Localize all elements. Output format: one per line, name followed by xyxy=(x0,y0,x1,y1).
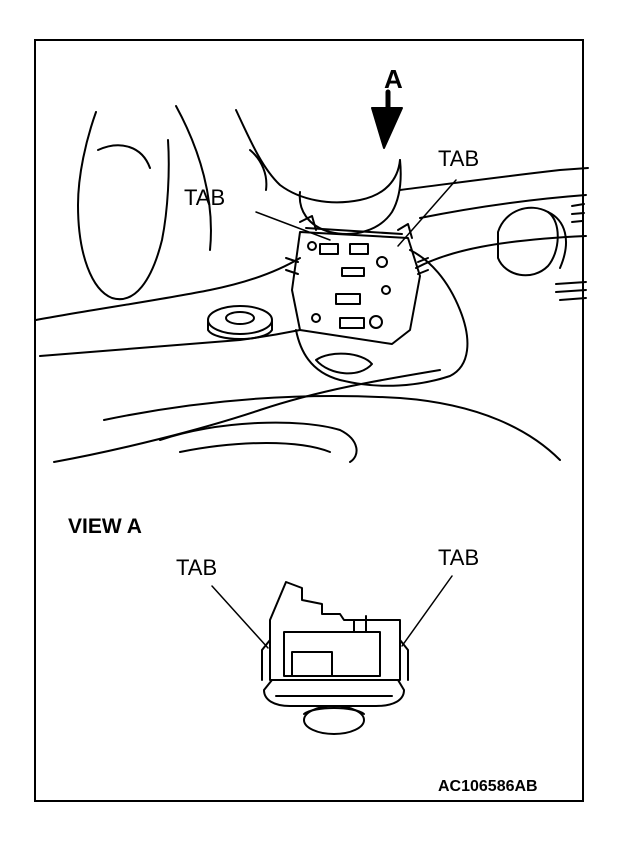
figure-frame xyxy=(34,39,584,802)
connector-hole-4 xyxy=(311,313,321,323)
connector-housing xyxy=(291,231,421,345)
view-arrow-label: A xyxy=(384,64,403,94)
connector-pin-3 xyxy=(341,267,365,277)
connector-hole-3 xyxy=(369,315,383,329)
view-tab-right xyxy=(399,639,409,681)
leader-view-tab-left xyxy=(211,585,269,649)
leader-tab-right xyxy=(397,179,457,247)
connector-pin-5 xyxy=(339,317,365,329)
connector-top-edge xyxy=(305,227,403,235)
left-finger-nail xyxy=(97,144,151,169)
bracket-plate xyxy=(295,249,469,387)
connector-pin-2 xyxy=(349,243,369,255)
panel-upper-right xyxy=(399,167,589,191)
tab-label-left: TAB xyxy=(184,185,226,210)
round-knob xyxy=(497,206,559,277)
right-finger-crease xyxy=(249,149,268,191)
connector-latch-left xyxy=(299,215,317,231)
view-tab-label-right: TAB xyxy=(438,545,480,570)
left-finger xyxy=(77,111,170,301)
knob-side xyxy=(547,211,567,269)
view-tab-left xyxy=(261,639,271,681)
connector-hole-2 xyxy=(376,256,388,268)
bolt-head xyxy=(207,305,273,335)
view-title: VIEW A xyxy=(68,515,142,538)
bracket-slot xyxy=(315,352,373,375)
bracket-arm-bottom xyxy=(53,369,441,463)
connector-side-left xyxy=(285,257,299,275)
right-finger xyxy=(235,109,401,204)
figure-code: AC106586AB xyxy=(438,778,538,795)
leader-tab-left xyxy=(255,211,331,241)
view-tab-label-left: TAB xyxy=(176,555,218,580)
connector-latch-right xyxy=(397,223,413,239)
bolt-body xyxy=(207,319,273,340)
connector-hole-5 xyxy=(381,285,391,295)
bolt-hole xyxy=(225,311,255,325)
connector-side-right xyxy=(417,257,429,275)
tab-label-right: TAB xyxy=(438,146,480,171)
view-connector-knob-rim xyxy=(303,707,365,715)
lower-body-fold xyxy=(179,442,331,453)
left-hand-edge xyxy=(175,105,212,251)
connector-pin-4 xyxy=(335,293,361,305)
lower-body-curve xyxy=(159,421,358,463)
right-clip-1 xyxy=(571,203,585,223)
connector-hole-1 xyxy=(307,241,317,251)
view-connector-flange xyxy=(263,679,405,707)
bracket-arm-lower xyxy=(39,329,301,357)
view-connector-window xyxy=(291,651,333,677)
bracket-arm xyxy=(35,257,301,321)
lower-body-line xyxy=(103,395,561,461)
leader-view-tab-right xyxy=(401,575,453,647)
right-clip-2 xyxy=(555,281,587,301)
view-connector-step xyxy=(353,615,367,633)
panel-upper-line xyxy=(419,194,587,219)
connector-pin-1 xyxy=(319,243,339,255)
view-arrow-head xyxy=(371,107,403,149)
view-connector-knob xyxy=(303,705,365,735)
